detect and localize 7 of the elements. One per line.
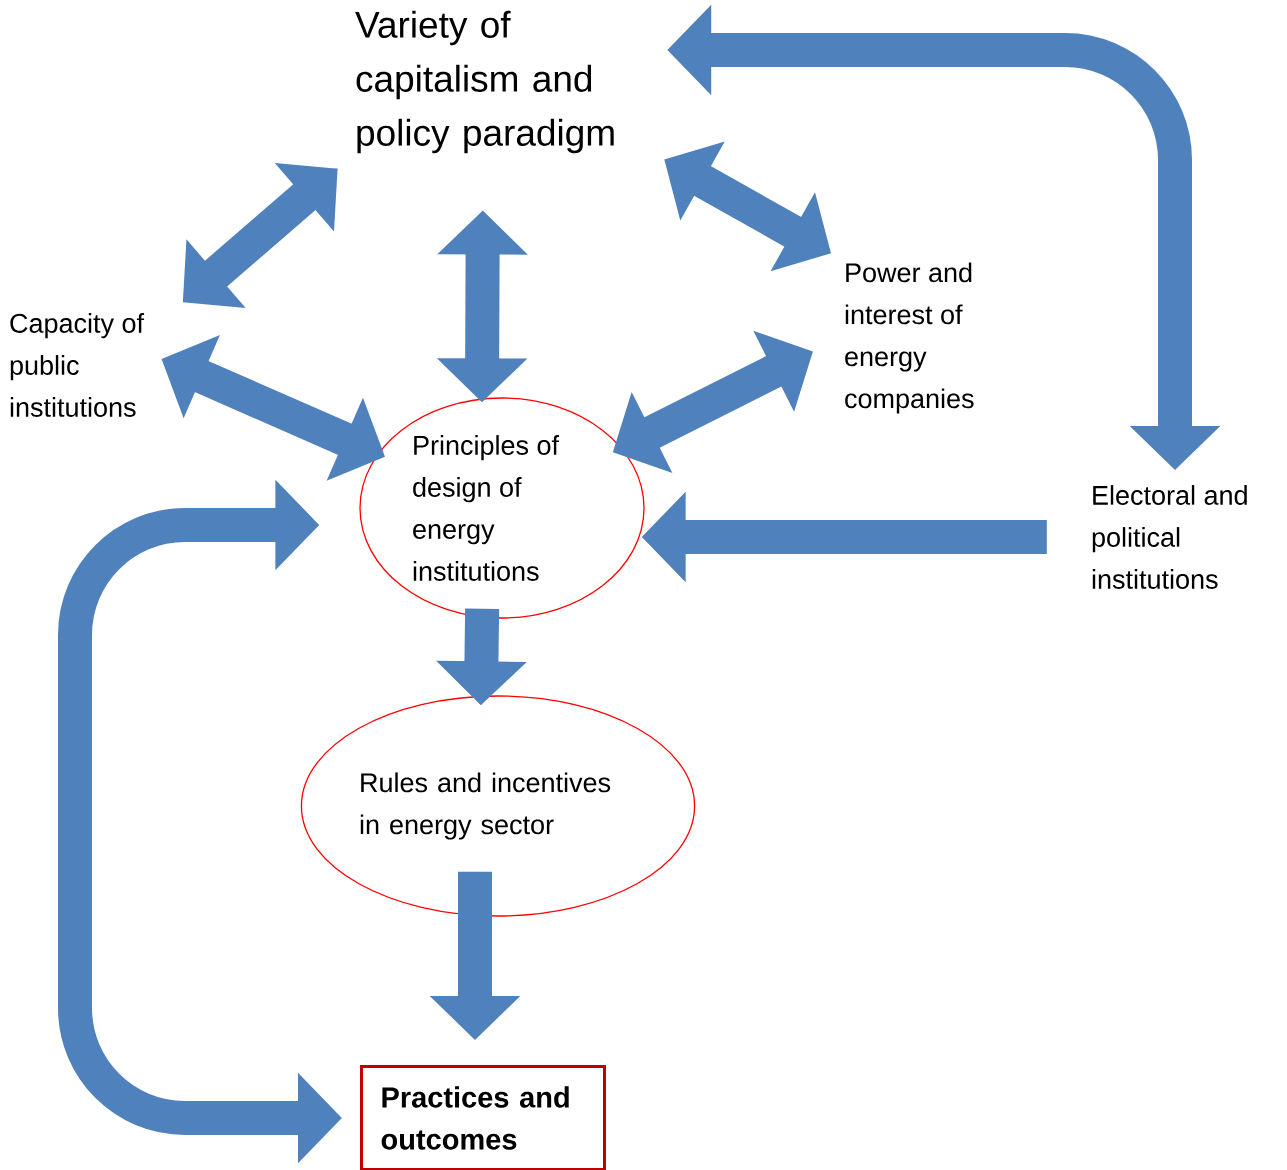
- heading-text: Variety of capitalism and policy paradigm: [355, 10, 614, 154]
- outcome-box: Practices and outcomes: [360, 1065, 606, 1170]
- label-text: Capacity of public institutions: [10, 313, 145, 417]
- label-text: Power and interest of energy companies: [845, 262, 974, 414]
- ellipse-node: Rules and incentives in energy sector: [300, 695, 696, 917]
- label-text: Electoral and political institutions: [1092, 485, 1247, 589]
- ellipse-node: Principles of design of energy institutions: [359, 397, 645, 619]
